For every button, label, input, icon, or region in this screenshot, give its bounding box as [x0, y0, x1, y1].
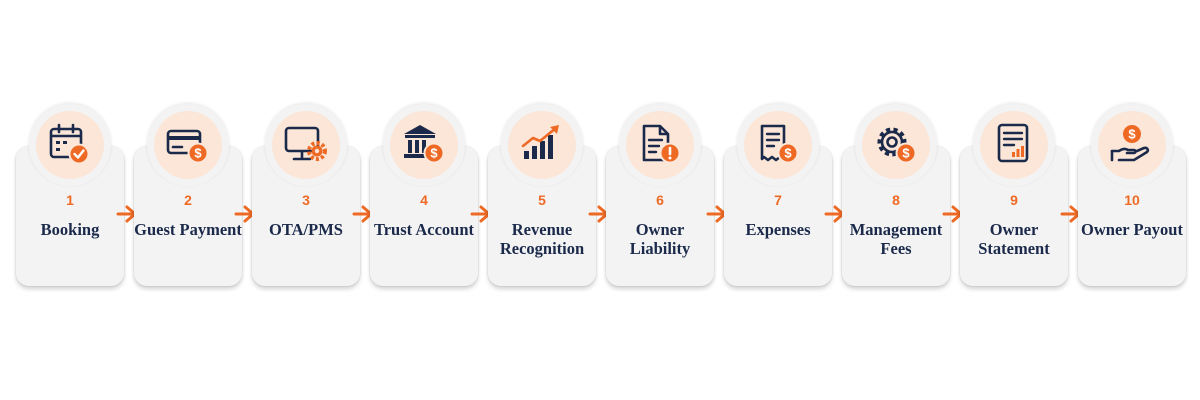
bank-dollar-icon: $: [404, 125, 445, 164]
svg-text:$: $: [1128, 127, 1136, 142]
step-owner-payout: $ 10 Owner Payout: [1078, 104, 1186, 286]
credit-card-dollar-icon: $: [166, 129, 209, 164]
step-management-fees: $ 8 Management Fees: [842, 104, 950, 286]
step-number: 10: [1124, 192, 1140, 208]
icon-badge: [501, 104, 583, 186]
step-label: Owner Liability: [629, 220, 691, 258]
icon-badge: $: [383, 104, 465, 186]
step-revenue-recognition: 5 Revenue Recognition: [488, 104, 596, 286]
step-number: 1: [66, 192, 74, 208]
step-owner-liability: 6 Owner Liability: [606, 104, 714, 286]
icon-badge: [973, 104, 1055, 186]
step-booking: 1 Booking: [16, 104, 124, 286]
step-ota-pms: 3 OTA/PMS: [252, 104, 360, 286]
statement-chart-icon: [997, 123, 1029, 163]
calendar-check-icon: [49, 123, 90, 165]
step-number: 7: [774, 192, 782, 208]
step-owner-statement: 9 Owner Statement: [960, 104, 1068, 286]
step-number: 2: [184, 192, 192, 208]
step-label: Owner Statement: [978, 220, 1050, 258]
hand-coin-icon: $: [1110, 125, 1150, 162]
icon-badge: [29, 104, 111, 186]
monitor-gear-icon: [284, 126, 327, 161]
step-label: Owner Payout: [1081, 220, 1183, 239]
step-label: Trust Account: [373, 220, 475, 239]
step-number: 6: [656, 192, 664, 208]
document-alert-icon: [642, 124, 681, 164]
gear-dollar-icon: $: [877, 127, 917, 164]
icon-badge: $: [147, 104, 229, 186]
step-label: Management Fees: [849, 220, 943, 258]
step-label: OTA/PMS: [269, 220, 343, 239]
growth-chart-icon: [521, 125, 559, 159]
step-number: 5: [538, 192, 546, 208]
svg-text:$: $: [430, 146, 438, 161]
step-number: 3: [302, 192, 310, 208]
step-label: Revenue Recognition: [499, 220, 585, 258]
step-number: 8: [892, 192, 900, 208]
icon-badge: $: [855, 104, 937, 186]
step-number: 4: [420, 192, 428, 208]
icon-badge: [265, 104, 347, 186]
step-label: Booking: [40, 220, 100, 239]
svg-text:$: $: [194, 146, 202, 161]
icon-badge: [619, 104, 701, 186]
step-label: Guest Payment: [134, 220, 242, 239]
svg-text:$: $: [784, 146, 792, 161]
svg-text:$: $: [902, 146, 910, 161]
step-number: 9: [1010, 192, 1018, 208]
step-guest-payment: $ 2 Guest Payment: [134, 104, 242, 286]
icon-badge: $: [737, 104, 819, 186]
step-trust-account: $ 4 Trust Account: [370, 104, 478, 286]
receipt-dollar-icon: $: [760, 124, 799, 164]
step-expenses: $ 7 Expenses: [724, 104, 832, 286]
icon-badge: $: [1091, 104, 1173, 186]
step-label: Expenses: [745, 220, 811, 239]
